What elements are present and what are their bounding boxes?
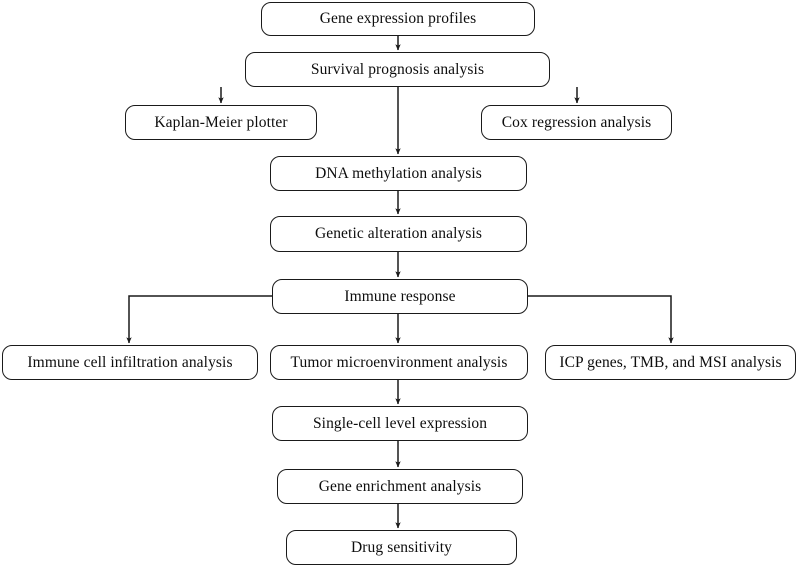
node-single-cell-level-expression[interactable]: Single-cell level expression — [272, 406, 528, 441]
node-dna-methylation-analysis[interactable]: DNA methylation analysis — [270, 156, 527, 191]
node-gene-expression-profiles[interactable]: Gene expression profiles — [261, 2, 535, 36]
node-label: Immune cell infiltration analysis — [27, 353, 233, 371]
node-genetic-alteration-analysis[interactable]: Genetic alteration analysis — [270, 216, 527, 252]
node-survival-prognosis-analysis[interactable]: Survival prognosis analysis — [245, 52, 550, 87]
node-label: Gene enrichment analysis — [318, 477, 482, 495]
node-label: Genetic alteration analysis — [314, 225, 483, 243]
node-label: Immune response — [344, 287, 456, 305]
node-label: Cox regression analysis — [501, 113, 652, 131]
node-label: ICP genes, TMB, and MSI analysis — [559, 353, 782, 371]
node-kaplan-meier-plotter[interactable]: Kaplan-Meier plotter — [125, 105, 317, 140]
node-label: Survival prognosis analysis — [310, 60, 485, 78]
node-label: Single-cell level expression — [312, 414, 488, 432]
edge-immune-to-infiltration — [126, 295, 272, 344]
node-gene-enrichment-analysis[interactable]: Gene enrichment analysis — [277, 469, 523, 504]
node-tumor-microenvironment-analysis[interactable]: Tumor microenvironment analysis — [270, 345, 528, 380]
node-label: Tumor microenvironment analysis — [290, 353, 508, 371]
node-immune-response[interactable]: Immune response — [272, 279, 528, 314]
edge-immune-to-icp — [528, 295, 674, 344]
node-label: Gene expression profiles — [319, 10, 477, 28]
node-icp-genes-tmb-msi-analysis[interactable]: ICP genes, TMB, and MSI analysis — [545, 345, 796, 380]
node-cox-regression-analysis[interactable]: Cox regression analysis — [481, 105, 672, 140]
node-immune-cell-infiltration-analysis[interactable]: Immune cell infiltration analysis — [2, 345, 258, 380]
node-label: DNA methylation analysis — [315, 164, 482, 182]
node-label: Drug sensitivity — [350, 538, 453, 556]
node-drug-sensitivity[interactable]: Drug sensitivity — [286, 530, 517, 565]
node-label: Kaplan-Meier plotter — [154, 113, 288, 131]
